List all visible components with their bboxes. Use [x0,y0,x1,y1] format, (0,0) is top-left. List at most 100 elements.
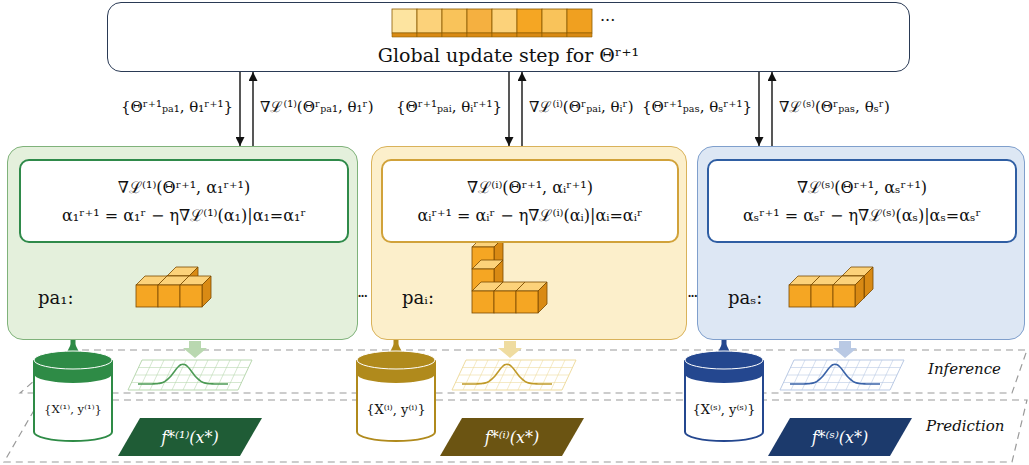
cylinder-top [357,351,435,369]
grid-line [787,375,897,376]
parallelogram-shape [768,418,912,456]
stage-label: Prediction [926,417,1004,435]
inference-arrow [498,341,522,358]
message-arrow [771,72,772,146]
cylinder-body [357,360,435,441]
global-update-box: Global update step for Θʳ⁺¹ [107,2,910,72]
parent-cube [516,282,547,313]
cube-front [516,291,538,313]
data-arrow [394,340,399,351]
cube-side [538,282,547,313]
parent-set-label: paᵢ: [402,287,434,308]
local-source-box: paₛ: ∇ℒ⁽ˢ⁾(Θʳ⁺¹, αₛʳ⁺¹) αₛʳ⁺¹ = αₛʳ − η∇ℒ⁽… [697,146,1025,340]
parent-set-label: pa₁: [38,287,74,308]
cube-front [833,285,855,307]
parameter-cell [442,9,467,33]
update-equation-box: ∇ℒ⁽¹⁾(Θʳ⁺¹, α₁ʳ⁺¹)α₁ʳ⁺¹ = α₁ʳ − η∇ℒ⁽¹⁾(α… [19,159,349,243]
parent-set-label: paₛ: [728,287,762,308]
grid-line [459,375,569,376]
update-equation-box: ∇ℒ⁽ⁱ⁾(Θʳ⁺¹, αᵢʳ⁺¹) αᵢʳ⁺¹ = αᵢʳ − η∇ℒ⁽ⁱ⁾(α… [381,159,679,243]
posterior-grid [128,360,252,390]
prediction-box: f*⁽¹⁾(x*) [118,418,262,456]
grid-line [456,382,566,383]
update-equation: αₛʳ⁺¹ = αₛʳ − η∇ℒ⁽ˢ⁾(αₛ)|αₛ=αₛʳ [743,204,981,226]
parameter-cell [392,9,417,33]
grid-line [463,367,573,368]
cylinder-top [685,351,763,369]
parameter-cell-edge [567,33,592,37]
grid-line [135,375,245,376]
parent-cube [180,276,211,307]
prediction-label: f*⁽ⁱ⁾(x*) [485,428,540,447]
update-equation: ∇ℒ⁽¹⁾(Θʳ⁺¹, α₁ʳ⁺¹) [118,176,250,198]
grid-outline [780,360,904,390]
message-arrow [521,72,522,146]
parameter-cell-edge [542,33,567,37]
stage-label: Inference [928,360,1001,378]
parameter-cell [417,9,442,33]
parent-cube [833,276,864,307]
posterior-curve [790,364,880,384]
parameter-cell-edge [517,33,542,37]
dataset-label: {X⁽¹⁾, y⁽¹⁾} [44,402,102,416]
cylinder-body [685,360,763,441]
cube-side [202,276,211,307]
edge-label: ∇ℒ⁽¹⁾(Θʳₚₐ₁, θ₁ʳ) [260,98,374,116]
posterior-curve [462,364,552,384]
node-shape [21,161,351,245]
node-shape [33,351,113,441]
cube-side [855,276,864,307]
parameter-cell [492,9,517,33]
grid-outline [452,360,576,390]
ellipsis: ... [600,6,615,25]
node-shape [684,351,764,441]
message-arrow [758,72,759,146]
posterior-grids [128,360,904,390]
dataset-label: {X⁽ⁱ⁾, y⁽ⁱ⁾} [366,402,425,417]
data-arrow [722,340,727,351]
parallelogram-shape [440,418,584,456]
parallelogram-shape [118,418,262,456]
update-equation: ∇ℒ⁽ⁱ⁾(Θʳ⁺¹, αᵢʳ⁺¹) [467,176,593,198]
local-source-box: paᵢ: ∇ℒ⁽ⁱ⁾(Θʳ⁺¹, αᵢʳ⁺¹) αᵢʳ⁺¹ = αᵢʳ − η∇ℒ⁽… [371,146,687,340]
message-arrow [252,72,253,146]
node-shape [356,351,436,441]
update-equation: ∇ℒ⁽ˢ⁾(Θʳ⁺¹, αₛʳ⁺¹) [797,176,927,198]
node-shape [709,161,1019,245]
cube-side [864,267,873,298]
cube-front [789,285,811,307]
grid-line [139,367,249,368]
dataset-cylinder: {X⁽ˢ⁾, y⁽ˢ⁾} [684,351,764,441]
cube-front [136,285,158,307]
cylinder-top [34,351,112,369]
update-equation: αᵢʳ⁺¹ = αᵢʳ − η∇ℒ⁽ⁱ⁾(αᵢ)|αᵢ=αᵢʳ [418,204,643,226]
prediction-box: f*⁽ˢ⁾(x*) [768,418,912,456]
message-arrow [239,72,240,146]
cube-front [494,291,516,313]
parameter-cell [467,9,492,33]
grid-line [784,382,894,383]
inference-plane [20,350,1027,393]
cube-front [180,285,202,307]
message-arrow [508,72,509,146]
plane-outlines [4,350,1027,462]
grid-line [132,382,242,383]
edge-label: {Θʳ⁺¹ₚₐᵢ, θᵢʳ⁺¹} [396,98,502,116]
parameter-cell-edge [392,33,417,37]
parameter-cell-edge [442,33,467,37]
prediction-label: f*⁽¹⁾(x*) [161,428,219,447]
update-equation-box: ∇ℒ⁽ˢ⁾(Θʳ⁺¹, αₛʳ⁺¹) αₛʳ⁺¹ = αₛʳ − η∇ℒ⁽ˢ⁾(α… [707,159,1017,243]
inference-arrow [183,341,207,358]
posterior-grid [780,360,904,390]
grid-outline [128,360,252,390]
parameter-cell-edge [467,33,492,37]
data-arrow [71,340,76,351]
edge-label: {Θʳ⁺¹ₚₐ₁, θ₁ʳ⁺¹} [121,98,233,116]
dataset-cylinder: {X⁽¹⁾, y⁽¹⁾} [33,351,113,441]
cube-front [811,285,833,307]
parameter-cell [542,9,567,33]
prediction-plane [4,400,1027,462]
edge-label: ∇ℒ⁽ⁱ⁾(Θʳₚₐᵢ, θᵢʳ) [529,98,634,116]
dataset-cylinder: {X⁽ⁱ⁾, y⁽ⁱ⁾} [356,351,436,441]
